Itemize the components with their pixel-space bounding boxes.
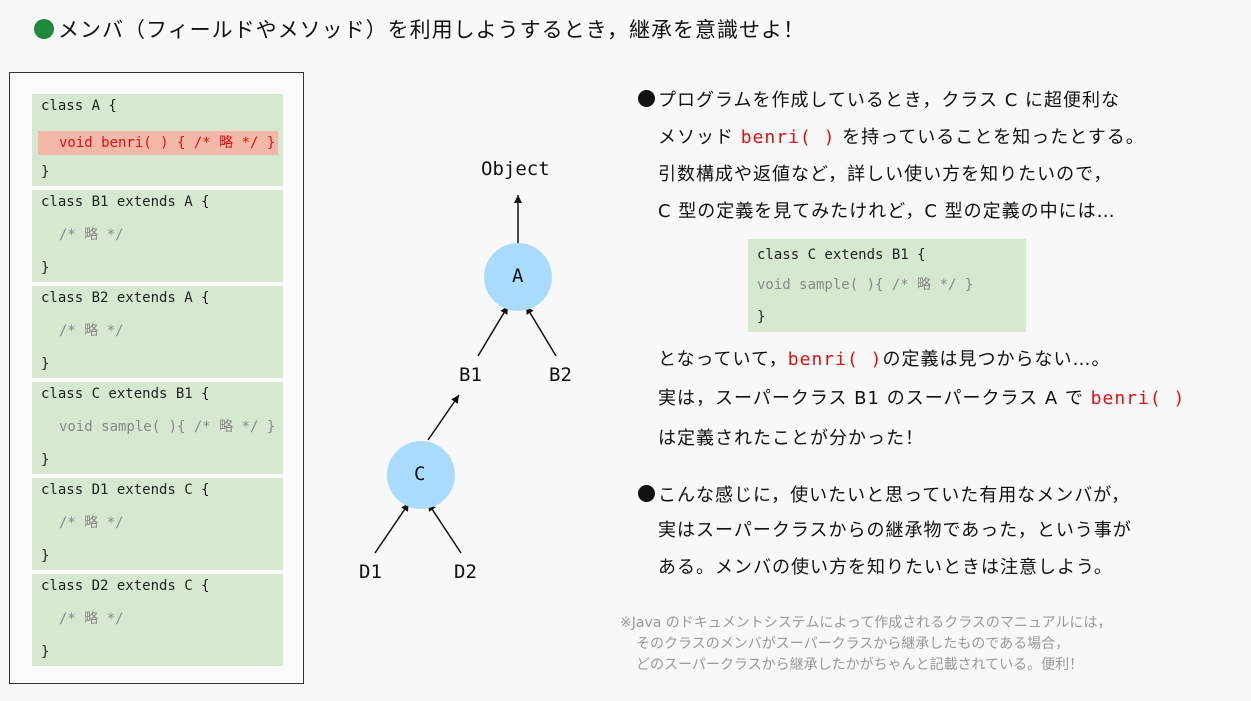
footnote: ※Java のドキュメントシステムによって作成されるクラスのマニュアルには， そ… [620, 615, 1112, 673]
code-header: class B2 extends A { [41, 290, 210, 306]
explanation-line: メソッド benri( ) を持っていることを知ったとする。 [658, 127, 1145, 148]
arrow-c-b1 [427, 394, 460, 441]
explanation-line: 実はスーパークラスからの継承物であった，という事が [658, 520, 1132, 541]
code-block-a: class A { void benri( ) { /* 略 */ } } [32, 94, 283, 186]
node-c-circle [387, 441, 455, 509]
code-header: class C extends B1 { [41, 386, 210, 402]
code-close: } [41, 164, 50, 180]
code-close: } [41, 644, 50, 660]
code-body: void benri( ) { /* 略 */ } [59, 135, 276, 151]
node-a-circle [484, 243, 552, 311]
black-bullet-icon [638, 485, 655, 502]
black-bullet-icon [638, 90, 655, 107]
arrow-d1-c [374, 502, 410, 554]
method-benri: benri( ) [740, 127, 836, 148]
explanation-line: こんな感じに，使いたいと思っていた有用なメンバが， [638, 481, 1130, 507]
code-body: /* 略 */ [59, 323, 124, 339]
code-close: } [41, 452, 50, 468]
explanation-line: 実は，スーパークラス B1 のスーパークラス A で benri( ) [658, 388, 1186, 409]
node-b2: B2 [549, 364, 572, 386]
code-body: /* 略 */ [59, 515, 124, 531]
code-body: void sample( ){ /* 略 */ } [59, 419, 276, 435]
code-block-b1: class B1 extends A { /* 略 */ } [32, 190, 283, 282]
code-panel: class A { void benri( ) { /* 略 */ } } cl… [9, 72, 304, 684]
code-close: } [41, 548, 50, 564]
code-close: } [41, 356, 50, 372]
code-header: class A { [41, 98, 117, 114]
code-body: /* 略 */ [59, 611, 124, 627]
snippet-header: class C extends B1 { [757, 247, 926, 263]
explanation-line: 引数構成や返値など，詳しい使い方を知りたいので， [658, 164, 1113, 185]
arrow-b2-a [525, 305, 557, 357]
explanation-line: は定義されたことが分かった！ [658, 428, 924, 449]
method-benri: benri( ) [787, 349, 883, 370]
code-block-d1: class D1 extends C { /* 略 */ } [32, 478, 283, 570]
green-bullet-icon [34, 19, 54, 39]
page-title: メンバ（フィールドやメソッド）を利用しようするとき，継承を意識せよ！ [34, 14, 805, 44]
snippet-body: void sample( ){ /* 略 */ } [757, 277, 974, 293]
explanation-line: C 型の定義を見てみたけれど，C 型の定義の中には… [658, 201, 1116, 222]
node-b1: B1 [459, 364, 482, 386]
snippet-close: } [757, 309, 766, 325]
node-a-label: A [512, 265, 524, 287]
node-object: Object [481, 158, 550, 180]
code-header: class D2 extends C { [41, 578, 210, 594]
node-c-label: C [414, 463, 426, 485]
method-benri: benri( ) [1090, 388, 1186, 409]
code-body: /* 略 */ [59, 227, 124, 243]
code-snippet-c: class C extends B1 { void sample( ){ /* … [748, 239, 1026, 332]
node-d2: D2 [454, 561, 477, 583]
arrow-b1-a [477, 305, 509, 357]
node-d1: D1 [359, 561, 382, 583]
code-header: class D1 extends C { [41, 482, 210, 498]
highlighted-method [38, 131, 278, 155]
explanation-line: ある。メンバの使い方を知りたいときは注意しよう。 [658, 557, 1113, 578]
explanation-line: プログラムを作成しているとき，クラス C に超便利な [638, 86, 1120, 112]
code-header: class B1 extends A { [41, 194, 210, 210]
explanation-line: となっていて，benri( )の定義は見つからない…。 [658, 349, 1111, 370]
arrow-d2-c [427, 502, 462, 554]
code-close: } [41, 260, 50, 276]
code-block-c: class C extends B1 { void sample( ){ /* … [32, 382, 283, 474]
code-block-b2: class B2 extends A { /* 略 */ } [32, 286, 283, 378]
code-block-d2: class D2 extends C { /* 略 */ } [32, 574, 283, 666]
